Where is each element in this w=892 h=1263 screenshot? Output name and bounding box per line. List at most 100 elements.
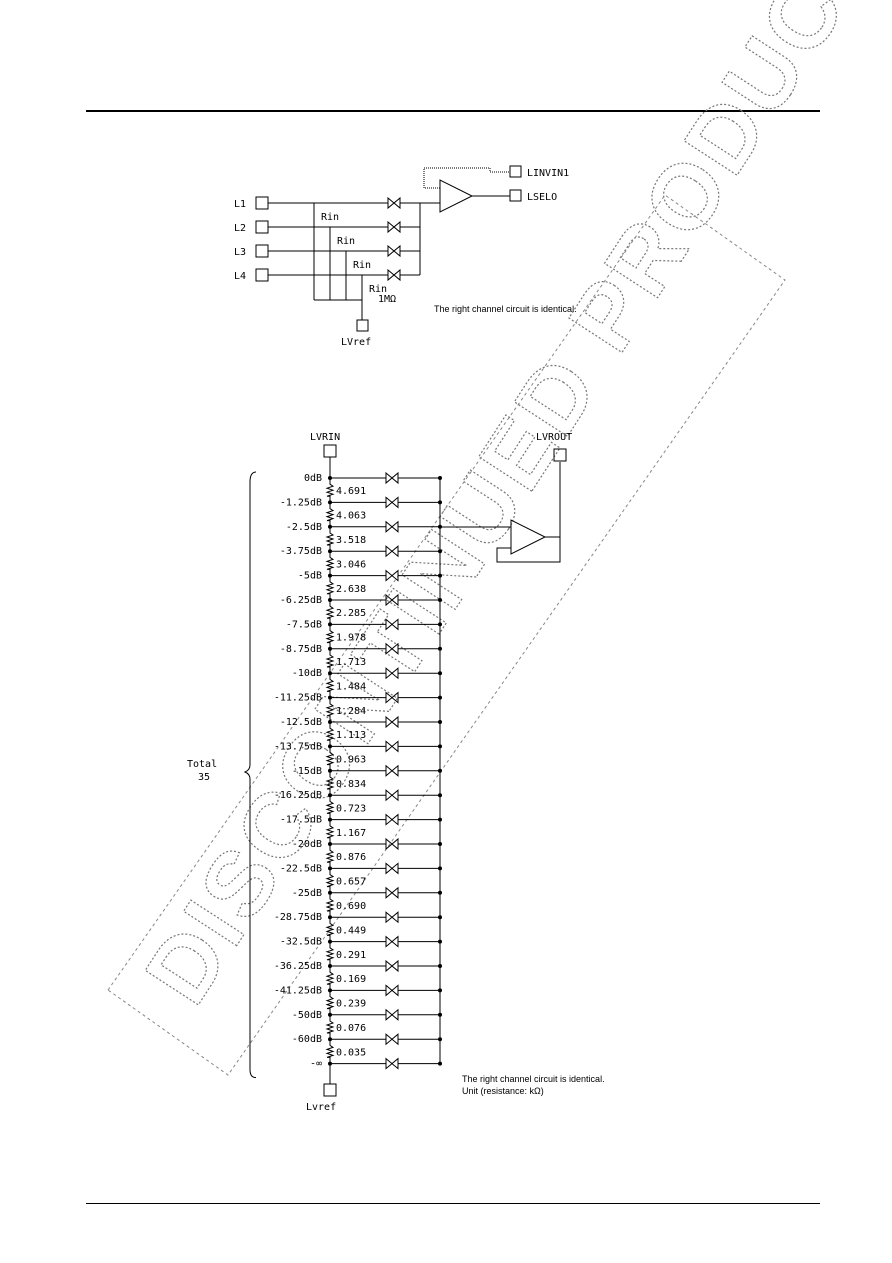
input-label-l3: L3 [234,247,246,258]
tap-switch [385,545,399,558]
watermark-text: DISCONTINUED PRODUCT [126,0,892,1021]
resistor-value: 0.035 [336,1047,366,1058]
selector-labels: L1L2L3L4RinRinRinRin1MΩLVrefLINVIN1LSELO… [234,168,577,348]
selector-opamp [439,179,474,213]
tap-label: -16.25dB [274,790,322,801]
resistor-value: 1.113 [336,730,366,741]
lvrin-label: LVRIN [310,432,340,443]
ladder-resistor [325,844,335,869]
tap-label: -22.5dB [280,863,322,874]
rin-label: Rin [353,260,371,271]
resistor-value: 0.239 [336,999,366,1010]
tap-switch [385,520,399,533]
volume-opamp [510,519,547,555]
resistor-value: 4.691 [336,486,366,497]
resistor-value: 4.063 [336,511,366,522]
tap-switch [385,593,399,607]
ladder-resistor [325,746,335,771]
tap-switch [385,911,399,924]
tap-switch [385,886,399,899]
resistor-value: 0.291 [336,950,366,961]
pin-l4 [255,268,269,282]
pin-lvref [323,1083,337,1097]
tap-label: -6.25dB [280,595,322,606]
resistor-value: 1.484 [336,681,366,692]
resistor-value: 0.169 [336,974,366,985]
resistor-value: 0.834 [336,779,366,790]
tap-label: 0dB [304,473,322,484]
tap-label: -17.5dB [280,815,322,826]
tap-label: -5dB [298,571,322,582]
resistor-value: 0.963 [336,755,366,766]
tap-switch [385,496,399,509]
resistor-value: 0.076 [336,1023,366,1034]
tap-label: -7.5dB [286,619,322,630]
pin-linvin1 [509,165,522,178]
tap-switch [385,691,399,704]
pin-l2 [255,220,269,234]
ladder-resistor [325,819,335,844]
resistor-value: 0.657 [336,877,366,888]
tap-label: -50dB [292,1010,322,1021]
tap-label: -3.75dB [280,546,322,557]
watermark-frame [107,194,786,1076]
input-label-l1: L1 [234,199,246,210]
ladder-resistor [325,770,335,796]
tap-switch [385,1008,399,1021]
tap-label: -15dB [292,766,322,777]
pin-l3 [255,244,269,258]
tap-switch [385,471,399,485]
tap-switch [385,642,399,655]
resistor-value: 1.284 [336,706,366,717]
ladder-resistor [325,526,335,552]
pin-lvrout [553,448,567,462]
resistor-value: 0.723 [336,803,366,814]
ladder-resistor [325,575,335,600]
footer-rule [86,1203,820,1204]
selector-ref-label: LVref [341,337,371,348]
selector-note: The right channel circuit is identical. [434,304,577,314]
tap-switch [385,667,399,680]
input-label-l2: L2 [234,223,246,234]
ladder-resistor [325,502,335,527]
ladder-resistor [325,722,335,747]
tap-label: -13.75dB [274,741,322,752]
ladder-resistor [325,1014,335,1040]
pin-lvrin [323,444,337,458]
tap-switch [385,569,399,582]
ladder-resistor [325,892,335,918]
rin-label: Rin [321,212,339,223]
tap-label: -1.25dB [280,497,322,508]
rin-label: Rin [337,236,355,247]
tap-switch [385,813,399,826]
tap-switch [385,715,399,729]
tap-switch [385,618,399,631]
volume-note-2: Unit (resistance: kΩ) [462,1086,544,1096]
linvin1-label: LINVIN1 [527,168,569,179]
pin-l1 [255,196,269,210]
pin-lvref-selector [356,319,369,332]
resistor-value: 1.713 [336,657,366,668]
total-brace [243,471,257,1079]
ladder-resistor [325,795,335,820]
tap-switch [385,1033,399,1046]
pin-lselo [509,189,522,202]
resistor-value: 0.449 [336,925,366,936]
header-rule [86,110,820,112]
total-label: Total [187,759,217,770]
tap-label: -28.75dB [274,912,322,923]
rin-label: Rin [369,284,387,295]
resistor-value: 1.978 [336,633,366,644]
ladder-resistor [325,868,335,893]
ladder-resistor [325,551,335,576]
tap-label: -20dB [292,839,322,850]
input-label-l4: L4 [234,271,246,282]
tap-switch [385,1057,399,1070]
lvref-label: Lvref [306,1102,336,1113]
tap-switch [385,959,399,973]
resistor-value: 1.167 [336,828,366,839]
ladder-resistor [325,600,335,625]
resistor-value: 3.518 [336,535,366,546]
lvrout-label: LVROUT [536,432,572,443]
